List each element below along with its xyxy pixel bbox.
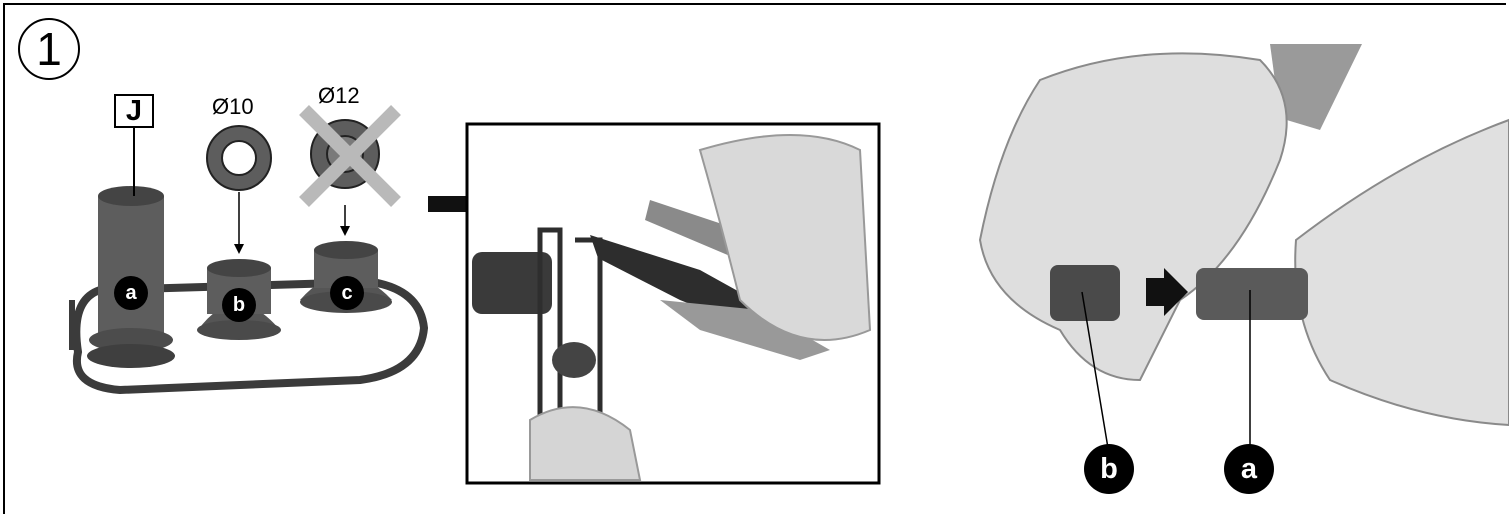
callout-b-sprue: b xyxy=(222,288,256,322)
diameter-10-label: Ø10 xyxy=(212,94,254,120)
cutting-inset xyxy=(467,124,879,483)
assembly-photo xyxy=(980,44,1509,425)
callout-c-sprue: c xyxy=(330,276,364,310)
callout-a-sprue: a xyxy=(114,276,148,310)
callout-b-photo: b xyxy=(1084,444,1134,494)
ring-10-icon xyxy=(207,126,271,190)
part-letter-box: J xyxy=(114,94,154,128)
c-leader-arrowhead xyxy=(340,226,350,236)
diameter-12-label: Ø12 xyxy=(318,83,360,109)
callout-a-photo: a xyxy=(1224,444,1274,494)
b-leader-arrowhead xyxy=(234,244,244,254)
step-number: 1 xyxy=(18,18,80,80)
